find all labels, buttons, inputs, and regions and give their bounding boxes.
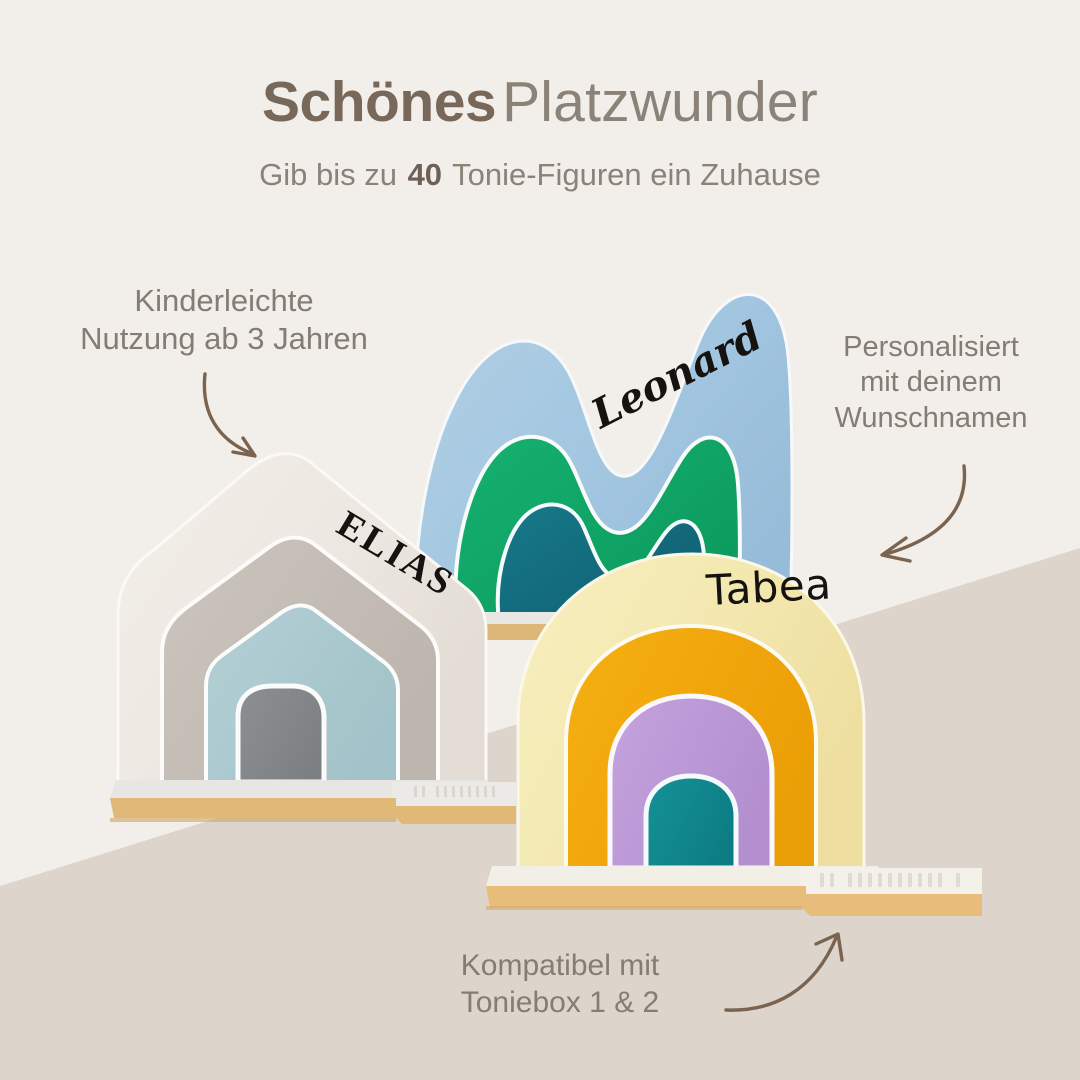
tabea-layer-teal bbox=[643, 773, 739, 871]
tabea-toniebox-grill bbox=[820, 873, 960, 887]
elias-shape-group bbox=[110, 452, 516, 824]
tabea-shape-group bbox=[486, 552, 982, 916]
tabea-base-shadow bbox=[486, 906, 802, 910]
annotation-compatibility: Kompatibel mit Toniebox 1 & 2 bbox=[460, 949, 660, 1019]
headline-light-word: Platzwunder bbox=[502, 70, 818, 134]
annotation-ease-of-use: Kinderleichte Nutzung ab 3 Jahren bbox=[80, 283, 368, 356]
subtitle-prefix: Gib bis zu bbox=[259, 157, 397, 192]
subtitle-count: 40 bbox=[407, 157, 443, 192]
headline-bold-word: Schönes bbox=[262, 70, 497, 134]
annotation-personalization: Personalisiert mit deinem Wunschnamen bbox=[834, 331, 1028, 434]
product-shelf-tabea: Tabea bbox=[470, 548, 1000, 928]
elias-base-shadow bbox=[110, 818, 396, 822]
page-subtitle: Gib bis zu 40 Tonie-Figuren ein Zuhause bbox=[0, 157, 1080, 193]
elias-base bbox=[110, 798, 516, 824]
elias-layer-darkgrey bbox=[235, 683, 327, 785]
tabea-platform bbox=[486, 866, 886, 886]
product-shelf-elias: ELIAS bbox=[96, 430, 516, 850]
subtitle-suffix: Tonie-Figuren ein Zuhause bbox=[452, 157, 821, 192]
tabea-base bbox=[486, 886, 982, 916]
elias-toniebox-grill bbox=[414, 786, 495, 797]
